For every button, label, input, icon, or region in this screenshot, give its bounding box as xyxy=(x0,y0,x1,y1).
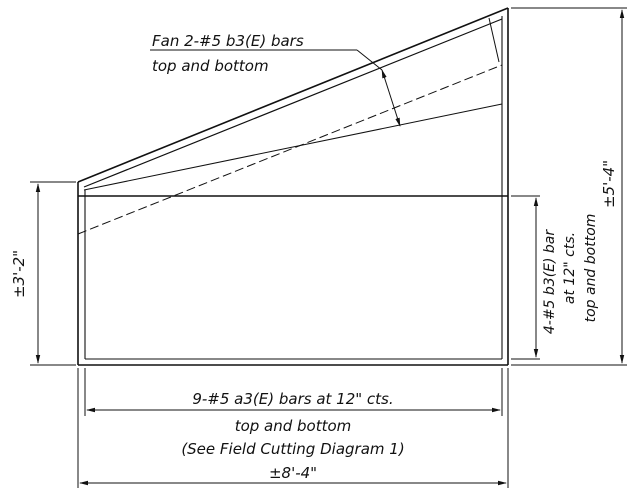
right-bars-label-line2: at 12" cts. xyxy=(562,232,578,304)
fan-bars-label: Fan 2-#5 b3(E) bars xyxy=(152,32,304,50)
fan-bar-leader xyxy=(150,49,401,127)
bottom-bars-label-line2: top and bottom xyxy=(235,417,352,435)
slab-outline xyxy=(77,7,509,366)
left-height-dimension xyxy=(30,181,76,366)
right-bars-dimension xyxy=(511,195,540,360)
fan-bars-label-line2: top and bottom xyxy=(152,57,269,75)
outline-top-slope xyxy=(77,7,509,183)
overall-width-dimension xyxy=(77,368,509,488)
reinforcement-bars xyxy=(77,16,508,360)
fan-bar-dashed xyxy=(77,64,503,235)
fan-spread-arrow xyxy=(381,69,401,127)
left-height-value: ±3'-2" xyxy=(10,250,28,298)
right-height-value: ±5'-4" xyxy=(600,160,618,208)
right-bars-label: 4-#5 b3(E) bar xyxy=(542,229,558,335)
fan-leader-line xyxy=(356,49,383,71)
fan-bar-lower xyxy=(83,103,503,191)
right-height-dimension xyxy=(511,7,627,366)
overall-width-value: ±8'-4" xyxy=(269,464,317,482)
bottom-bars-label-line3: (See Field Cutting Diagram 1) xyxy=(181,440,404,458)
fan-bar-upper xyxy=(83,18,503,188)
bottom-bars-label: 9-#5 a3(E) bars at 12" cts. xyxy=(192,390,393,408)
bar-corner-tie xyxy=(488,17,500,63)
bottom-bars-dimension xyxy=(84,368,503,416)
right-bars-label-line3: top and bottom xyxy=(583,214,599,323)
